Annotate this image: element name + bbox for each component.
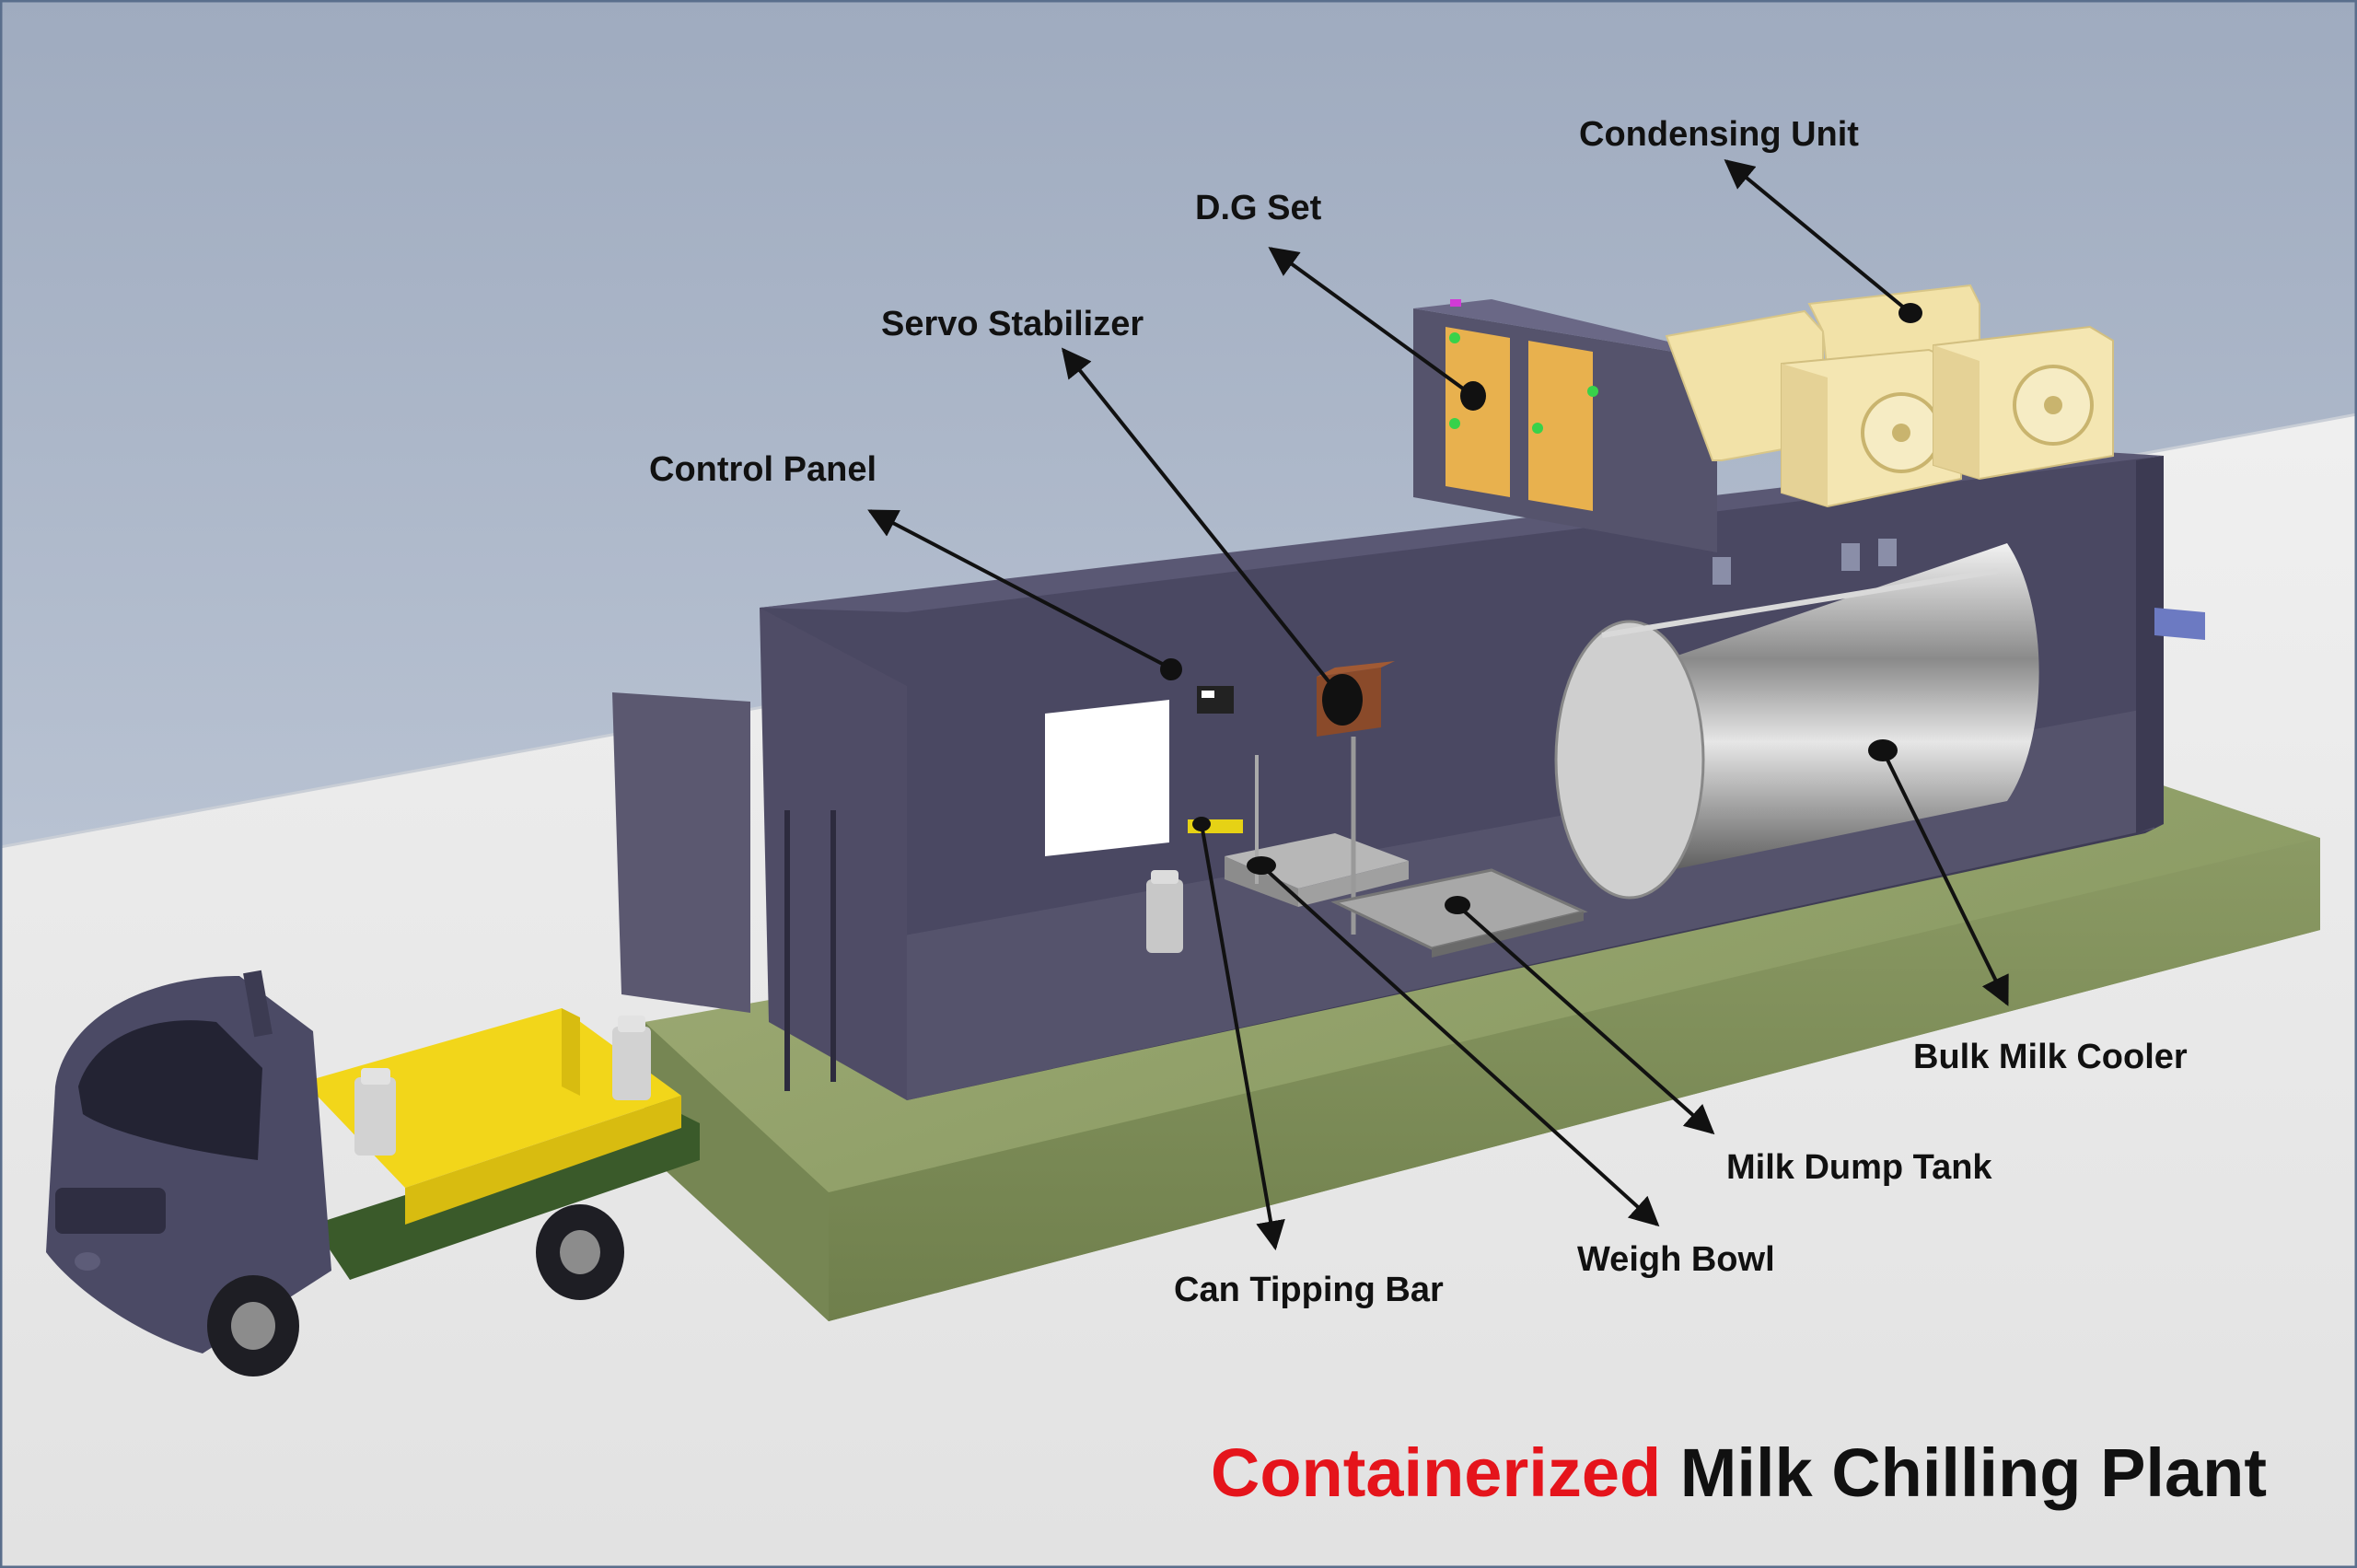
control-panel [1197,686,1234,714]
label-can-tipping-bar: Can Tipping Bar [1174,1271,1444,1309]
label-weigh-bowl: Weigh Bowl [1577,1240,1775,1279]
label-condensing-unit: Condensing Unit [1579,115,1859,154]
dot-milk-dump-tank [1445,896,1470,914]
dot-can-tipping-bar [1192,817,1211,831]
callout-arrows [867,158,2009,1251]
label-dg-set: D.G Set [1195,189,1322,227]
arrow-servo-stabilizer [1062,347,1341,697]
page-title: Containerized Milk Chilling Plant [1211,1434,2267,1511]
truck [46,970,700,1376]
dot-servo-stabilizer [1322,674,1363,726]
condensing-units [1665,284,2114,508]
label-control-panel: Control Panel [649,450,877,489]
title-rest: Milk Chilling Plant [1680,1434,2267,1511]
dg-set [1413,299,1722,552]
dot-weigh-bowl [1247,856,1276,875]
arrow-bulk-milk-cooler [1881,749,2009,1006]
arrow-dg-set [1268,247,1475,398]
callout-dots [1160,303,1922,914]
dot-condensing-unit [1898,303,1922,323]
title-highlight: Containerized [1211,1434,1661,1511]
label-servo-stabilizer: Servo Stabilizer [881,305,1144,343]
bulk-milk-cooler [1554,539,2039,900]
dot-bulk-milk-cooler [1868,739,1898,761]
callout-labels: Condensing Unit D.G Set Servo Stabilizer… [649,115,2188,1309]
arrow-can-tipping-bar [1200,823,1285,1251]
arrow-weigh-bowl [1260,864,1660,1227]
dot-control-panel [1160,658,1182,680]
grass-slab [644,764,2320,1321]
arrow-condensing-unit [1724,158,1912,315]
arrow-control-panel [867,509,1170,669]
label-milk-dump-tank: Milk Dump Tank [1726,1148,1992,1187]
dot-dg-set [1460,381,1486,411]
arrow-milk-dump-tank [1457,905,1715,1135]
label-bulk-milk-cooler: Bulk Milk Cooler [1913,1038,2188,1076]
